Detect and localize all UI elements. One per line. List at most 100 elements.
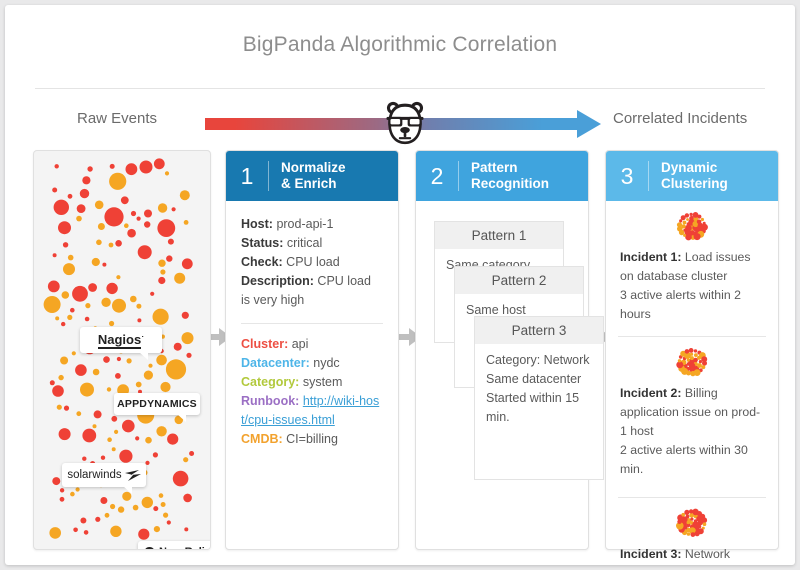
field-category-value: system [302, 375, 343, 389]
source-logo-appdynamics: APPDYNAMICS [114, 393, 200, 422]
panel-3-header: 3 Dynamic Clustering [606, 151, 778, 201]
source-logo-newrelic: New Relic. [138, 541, 210, 549]
panda-face-icon [386, 101, 424, 145]
newrelic-mark-icon [144, 546, 155, 549]
field-category-key: Category: [241, 375, 300, 389]
incident-2-meta: 2 active alerts within 30 min. [620, 443, 748, 476]
panel-3-title-line2: Clustering [661, 176, 728, 191]
flow-label-raw-events: Raw Events [77, 110, 158, 127]
panel-3-number: 3 [620, 162, 634, 189]
field-host-key: Host: [241, 217, 273, 231]
source-logo-nagios: Nagios˙ [80, 327, 162, 360]
incident-2-description: Billing application issue on prod-1 host [620, 386, 761, 438]
pattern-card-3[interactable]: Pattern 3 Category: Network Same datacen… [474, 316, 604, 480]
panel-2-number: 2 [430, 162, 444, 189]
field-check-value: CPU load [286, 255, 340, 269]
incident-1-cluster-icon [620, 201, 764, 243]
field-cluster-key: Cluster: [241, 337, 289, 351]
field-cluster: Cluster: api [241, 335, 383, 354]
panel-2-title-line1: Pattern [471, 160, 518, 175]
panel-1-header-divider [268, 161, 269, 191]
field-status-value: critical [286, 236, 323, 250]
field-status: Status: critical [241, 234, 383, 253]
source-logo-newrelic-label: New Relic. [159, 546, 210, 549]
incident-3-text: Incident 3: Network problem in NY datace… [620, 540, 764, 565]
panel-1-title-line2: & Enrich [281, 176, 337, 191]
pattern-card-3-title: Pattern 3 [475, 317, 603, 344]
panel-1-title-line1: Normalize [281, 160, 346, 175]
title-divider [35, 88, 765, 89]
nagios-trademark: ˙ [141, 335, 145, 345]
incident-item-2[interactable]: Incident 2: Billing application issue on… [606, 337, 778, 479]
field-cmdb-key: CMDB: [241, 432, 283, 446]
panel-1-number: 1 [240, 162, 254, 189]
incident-2-cluster-icon [620, 337, 764, 379]
raw-events-panel: Nagios˙ APPDYNAMICS solarwinds New Relic… [33, 150, 211, 550]
panel-1-divider [241, 323, 383, 324]
pattern-3-rule-3: Started within 15 min. [486, 391, 580, 424]
source-logo-solarwinds-label: solarwinds [67, 469, 122, 481]
panel-2-header-divider [458, 161, 459, 191]
panel-pattern-recognition: 2 Pattern Recognition Pattern 1 Same cat… [415, 150, 604, 550]
field-datacenter: Datacenter: nydc [241, 354, 383, 373]
panel-3-title: Dynamic Clustering [649, 160, 778, 192]
pattern-card-2-rules: Same host [455, 294, 583, 327]
incident-item-1[interactable]: Incident 1: Load issues on database clus… [606, 201, 778, 324]
page-title: BigPanda Algorithmic Correlation [242, 33, 558, 56]
diagram-canvas: BigPanda Algorithmic Correlation Raw Eve… [5, 5, 795, 565]
incident-2-text: Incident 2: Billing application issue on… [620, 379, 764, 479]
source-logo-solarwinds: solarwinds [62, 463, 146, 494]
field-cluster-value: api [291, 337, 309, 351]
incident-3-cluster-icon [620, 498, 764, 540]
pattern-card-3-rules: Category: Network Same datacenter Starte… [475, 344, 603, 434]
field-description-key: Description: [241, 274, 314, 288]
pattern-card-1-title: Pattern 1 [435, 222, 563, 249]
panel-1-body: Host: prod-api-1 Status: critical Check:… [226, 201, 398, 449]
flow-row: Raw Events Correlated Incidents [5, 101, 795, 145]
panel-2-title: Pattern Recognition [459, 160, 588, 192]
connector-arrow-2 [395, 328, 421, 346]
panel-2-header: 2 Pattern Recognition [416, 151, 588, 201]
field-host: Host: prod-api-1 [241, 215, 383, 234]
field-category: Category: system [241, 373, 383, 392]
panel-3-header-divider [648, 161, 649, 191]
incident-item-3[interactable]: Incident 3: Network problem in NY datace… [606, 498, 778, 565]
field-status-key: Status: [241, 236, 284, 250]
field-description: Description: CPU load is very high [241, 272, 383, 310]
pattern-3-rule-1: Category: Network [486, 353, 590, 367]
incident-1-meta: 3 active alerts within 2 hours [620, 288, 741, 321]
solarwinds-mark-icon [124, 469, 141, 481]
panel-1-title: Normalize & Enrich [269, 160, 398, 192]
incident-1-description: Load issues on database cluster [620, 250, 751, 283]
pattern-2-rule-1: Same host [466, 303, 526, 317]
field-runbook-key: Runbook: [241, 394, 300, 408]
incident-2-label: Incident 2: [620, 386, 682, 400]
panel-2-title-line2: Recognition [471, 176, 549, 191]
field-runbook-link[interactable]: http://wiki-host/cpu-issues.html [241, 394, 380, 427]
incident-divider-2 [618, 497, 766, 498]
source-logo-appdynamics-label: APPDYNAMICS [117, 398, 197, 410]
incident-1-text: Incident 1: Load issues on database clus… [620, 243, 764, 324]
field-check: Check: CPU load [241, 253, 383, 272]
pattern-3-rule-2: Same datacenter [486, 372, 582, 386]
field-description-value: CPU load is very high [241, 274, 371, 307]
flow-label-correlated-incidents: Correlated Incidents [613, 110, 748, 127]
incident-divider-1 [618, 336, 766, 337]
pattern-card-2-title: Pattern 2 [455, 267, 583, 294]
field-datacenter-key: Datacenter: [241, 356, 310, 370]
incident-1-label: Incident 1: [620, 250, 682, 264]
arrow-head-icon [577, 110, 601, 138]
incident-3-label: Incident 3: [620, 547, 682, 561]
panel-dynamic-clustering: 3 Dynamic Clustering Incident 1: Load is… [605, 150, 779, 561]
field-cmdb: CMDB: CI=billing [241, 430, 383, 449]
panel-3-title-line1: Dynamic [661, 160, 718, 175]
incident-3-description: Network problem in NY datacenter [684, 547, 731, 561]
field-runbook: Runbook: http://wiki-host/cpu-issues.htm… [241, 392, 383, 430]
field-check-key: Check: [241, 255, 283, 269]
field-cmdb-value: CI=billing [286, 432, 338, 446]
panel-normalize-enrich: 1 Normalize & Enrich Host: prod-api-1 St… [225, 150, 399, 550]
panel-1-header: 1 Normalize & Enrich [226, 151, 398, 201]
field-host-value: prod-api-1 [276, 217, 334, 231]
source-logo-nagios-label: Nagios [97, 331, 142, 349]
connector-arrow-1 [205, 328, 231, 346]
